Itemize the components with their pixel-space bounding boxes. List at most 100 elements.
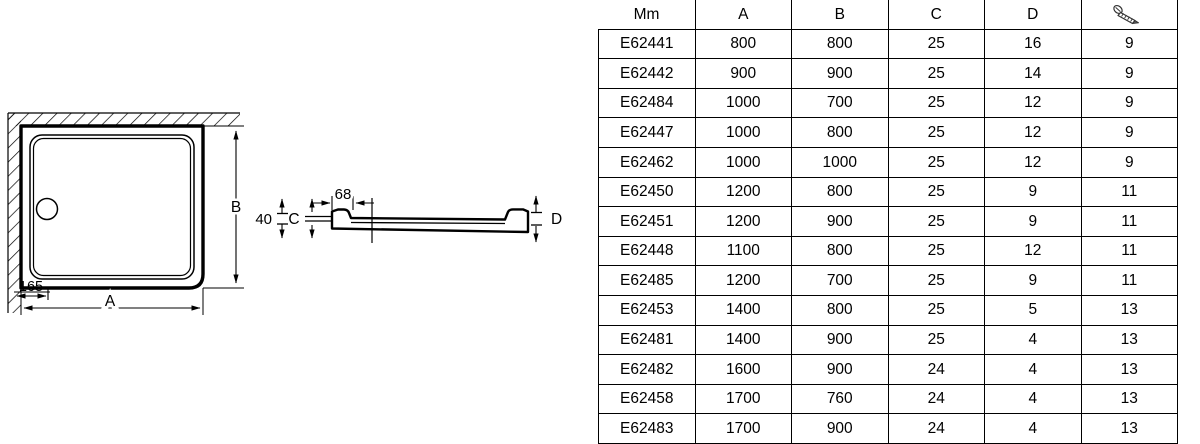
dimension-c-label: C bbox=[288, 211, 299, 228]
dimension-b: B bbox=[203, 125, 244, 289]
cell-a: 1400 bbox=[694, 294, 792, 326]
cell-b: 900 bbox=[791, 58, 889, 89]
cell-d: 4 bbox=[984, 413, 1082, 444]
cell-b: 760 bbox=[791, 383, 889, 415]
cell-code: E62484 bbox=[598, 87, 696, 119]
dimension-165: 165 bbox=[14, 279, 50, 300]
dimension-a-label: A bbox=[105, 293, 116, 310]
column-header-screw bbox=[1080, 0, 1178, 30]
cell-a: 1600 bbox=[694, 354, 792, 385]
cell-screw: 13 bbox=[1080, 294, 1178, 326]
cell-code: E62448 bbox=[598, 235, 696, 267]
cell-code: E62441 bbox=[598, 28, 696, 60]
dimension-40: 40 bbox=[255, 198, 288, 239]
cell-code: E62483 bbox=[598, 413, 696, 444]
column-header-a: A bbox=[694, 0, 792, 30]
cell-screw: 11 bbox=[1080, 206, 1178, 237]
cell-a: 1000 bbox=[694, 117, 792, 148]
cell-b: 800 bbox=[791, 235, 889, 267]
cell-d: 14 bbox=[984, 58, 1082, 89]
tray-section-profile bbox=[330, 208, 530, 234]
cell-d: 12 bbox=[984, 117, 1082, 148]
cell-d: 9 bbox=[984, 176, 1082, 208]
cell-d: 4 bbox=[984, 383, 1082, 415]
dimension-c: C bbox=[288, 198, 331, 239]
spec-sheet: B A 165 bbox=[7, 0, 1178, 444]
section-view: 40 C 68 bbox=[255, 184, 562, 243]
cell-b: 700 bbox=[791, 87, 889, 119]
cell-a: 1200 bbox=[694, 206, 792, 237]
cell-a: 1200 bbox=[694, 265, 792, 296]
cell-c: 25 bbox=[887, 117, 985, 148]
cell-screw: 11 bbox=[1080, 235, 1178, 267]
cell-code: E62481 bbox=[598, 324, 696, 356]
cell-d: 12 bbox=[984, 146, 1082, 178]
cell-screw: 9 bbox=[1080, 117, 1178, 148]
cell-d: 4 bbox=[984, 324, 1082, 356]
cell-code: E62450 bbox=[598, 176, 696, 208]
spec-table-container: Mm A B C D bbox=[598, 0, 1178, 444]
column-header-code: Mm bbox=[598, 0, 696, 30]
cell-screw: 9 bbox=[1080, 146, 1178, 178]
dimension-68: 68 bbox=[312, 184, 374, 210]
cell-c: 25 bbox=[887, 176, 985, 208]
cell-code: E62447 bbox=[598, 117, 696, 148]
dimension-40-label: 40 bbox=[255, 211, 272, 228]
cell-screw: 11 bbox=[1080, 265, 1178, 296]
cell-d: 16 bbox=[984, 28, 1082, 60]
hatched-wall bbox=[7, 112, 240, 313]
cell-c: 25 bbox=[887, 87, 985, 119]
cell-screw: 13 bbox=[1080, 324, 1178, 356]
cell-code: E62485 bbox=[598, 265, 696, 296]
cell-b: 900 bbox=[791, 354, 889, 385]
cell-c: 25 bbox=[887, 146, 985, 178]
cell-code: E62458 bbox=[598, 383, 696, 415]
column-header-b: B bbox=[791, 0, 889, 30]
cell-code: E62451 bbox=[598, 206, 696, 237]
plan-view: B A 165 bbox=[7, 112, 244, 315]
spec-table: Mm A B C D bbox=[598, 0, 1178, 444]
cell-screw: 9 bbox=[1080, 87, 1178, 119]
drain-circle bbox=[35, 197, 59, 221]
cell-a: 1700 bbox=[694, 413, 792, 444]
cell-b: 800 bbox=[791, 117, 889, 148]
cell-d: 12 bbox=[984, 87, 1082, 119]
cell-c: 25 bbox=[887, 294, 985, 326]
cell-code: E62453 bbox=[598, 294, 696, 326]
column-header-d: D bbox=[984, 0, 1082, 30]
tray-basin-inner bbox=[32, 137, 192, 277]
cell-d: 9 bbox=[984, 206, 1082, 237]
cell-c: 24 bbox=[887, 383, 985, 415]
cell-a: 1100 bbox=[694, 235, 792, 267]
dimension-d: D bbox=[531, 195, 562, 243]
cell-c: 25 bbox=[887, 235, 985, 267]
cell-screw: 9 bbox=[1080, 58, 1178, 89]
table-header-row: Mm A B C D bbox=[598, 0, 1178, 30]
cell-a: 1000 bbox=[694, 146, 792, 178]
tray-outline bbox=[19, 124, 205, 290]
column-header-c: C bbox=[887, 0, 985, 30]
cell-screw: 11 bbox=[1080, 176, 1178, 208]
cell-b: 700 bbox=[791, 265, 889, 296]
cell-b: 1000 bbox=[791, 146, 889, 178]
dimension-b-label: B bbox=[231, 199, 241, 216]
cell-a: 1200 bbox=[694, 176, 792, 208]
cell-b: 900 bbox=[791, 413, 889, 444]
cell-a: 1400 bbox=[694, 324, 792, 356]
dimension-68-label: 68 bbox=[335, 186, 352, 203]
cell-c: 25 bbox=[887, 28, 985, 60]
cell-d: 9 bbox=[984, 265, 1082, 296]
cell-code: E62462 bbox=[598, 146, 696, 178]
cell-c: 25 bbox=[887, 206, 985, 237]
